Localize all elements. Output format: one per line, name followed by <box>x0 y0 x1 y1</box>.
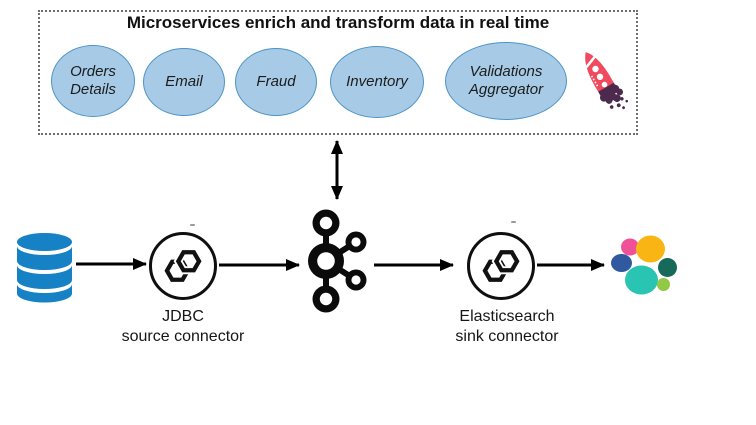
microservices-group-box <box>38 10 638 135</box>
kafka-node-holes <box>317 216 361 306</box>
sink-connector-label: Elasticsearch sink connector <box>421 307 593 347</box>
microservice-bubble-validations-aggregator: Validations Aggregator <box>445 42 567 120</box>
elasticsearch-logo <box>611 235 677 295</box>
elastic-blob-yellow <box>636 235 665 263</box>
microservice-label: Orders Details <box>70 63 116 98</box>
rocket-windows <box>590 65 608 88</box>
microservice-label: Fraud <box>256 73 296 90</box>
sink-connector-label-line1: Elasticsearch <box>459 308 555 325</box>
rocket-svg <box>583 52 629 110</box>
sink-connector-node <box>467 232 535 300</box>
kafka-icon <box>308 209 367 313</box>
kafka-connect-icon <box>482 249 520 282</box>
elastic-blob-pink <box>621 238 639 256</box>
elastic-blob-dark-green <box>658 258 677 277</box>
rocket-icon <box>569 41 638 122</box>
diagram-title: Microservices enrich and transform data … <box>126 13 550 32</box>
sink-connector-label-line2: sink connector <box>455 328 559 345</box>
elastic-blob-navy <box>611 254 632 272</box>
elastic-blob-light-green <box>657 278 670 291</box>
rocket-nose-stripe <box>583 52 599 71</box>
kafka-nodes <box>308 209 367 313</box>
rocket-flame-drips <box>598 82 629 110</box>
microservice-bubble-email: Email <box>143 48 225 116</box>
microservice-label: Validations Aggregator <box>468 63 544 98</box>
microservice-bubble-inventory: Inventory <box>330 46 424 118</box>
kafka-connect-icon <box>164 249 202 282</box>
database-cylinder <box>17 233 72 303</box>
database-icon <box>17 233 72 303</box>
source-connector-node <box>149 232 217 300</box>
microservice-bubble-fraud: Fraud <box>235 48 317 116</box>
microservice-label: Inventory <box>346 73 408 90</box>
source-connector-label: JDBC source connector <box>103 307 263 347</box>
elastic-blob-teal <box>625 265 658 295</box>
microservice-bubble-orders-details: Orders Details <box>51 45 135 117</box>
stray-mark <box>511 221 516 223</box>
microservice-label: Email <box>165 73 203 90</box>
source-connector-label-line1: JDBC <box>162 308 204 325</box>
stray-mark <box>190 224 195 226</box>
source-connector-label-line2: source connector <box>121 328 245 345</box>
